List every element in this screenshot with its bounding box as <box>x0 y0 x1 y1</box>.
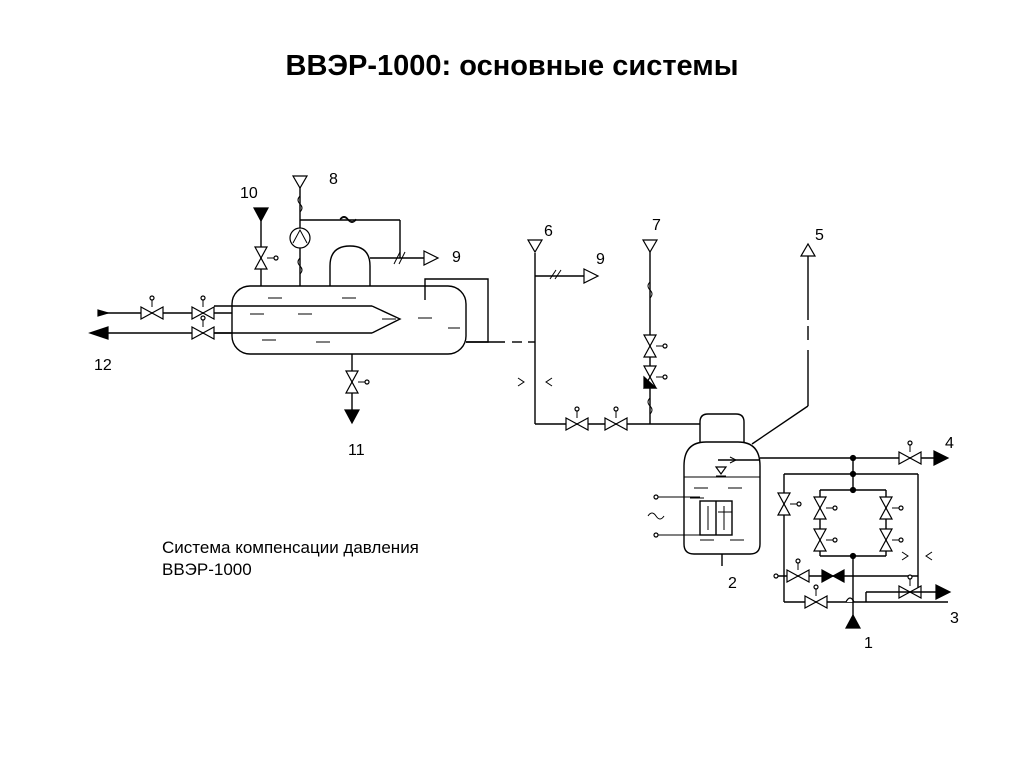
line-8: 8 <box>289 171 401 286</box>
label-3: 3 <box>950 610 959 627</box>
label-11: 11 <box>348 442 365 459</box>
pressurizer: 2 <box>647 413 761 592</box>
spray-network: 3 1 <box>773 458 959 652</box>
line-9-left: 9 <box>370 249 461 266</box>
label-9b: 9 <box>596 251 605 268</box>
line-12: 12 <box>88 295 232 374</box>
label-2: 2 <box>728 575 737 592</box>
diagram-caption: Система компенсации давления ВВЭР-1000 <box>162 537 419 581</box>
page-title: ВВЭР-1000: основные системы <box>285 50 739 82</box>
caption-line-1: Система компенсации давления <box>162 538 419 557</box>
caption-line-2: ВВЭР-1000 <box>162 560 252 579</box>
label-4: 4 <box>945 435 954 452</box>
label-5: 5 <box>815 227 824 244</box>
label-6: 6 <box>544 223 553 240</box>
line-11: 11 <box>343 354 370 459</box>
label-9a: 9 <box>452 249 461 266</box>
line-9-right: 9 <box>535 251 605 284</box>
line-4: 4 <box>760 435 954 466</box>
label-12: 12 <box>94 357 112 374</box>
label-1: 1 <box>864 635 873 652</box>
label-7: 7 <box>652 217 661 234</box>
bubbler-tank <box>214 245 489 355</box>
connecting-line: 6 <box>466 223 700 431</box>
line-10: 10 <box>240 185 279 286</box>
line-7: 7 <box>641 217 668 424</box>
label-8: 8 <box>329 171 338 188</box>
label-10: 10 <box>240 185 258 202</box>
line-5: 5 <box>751 227 824 445</box>
